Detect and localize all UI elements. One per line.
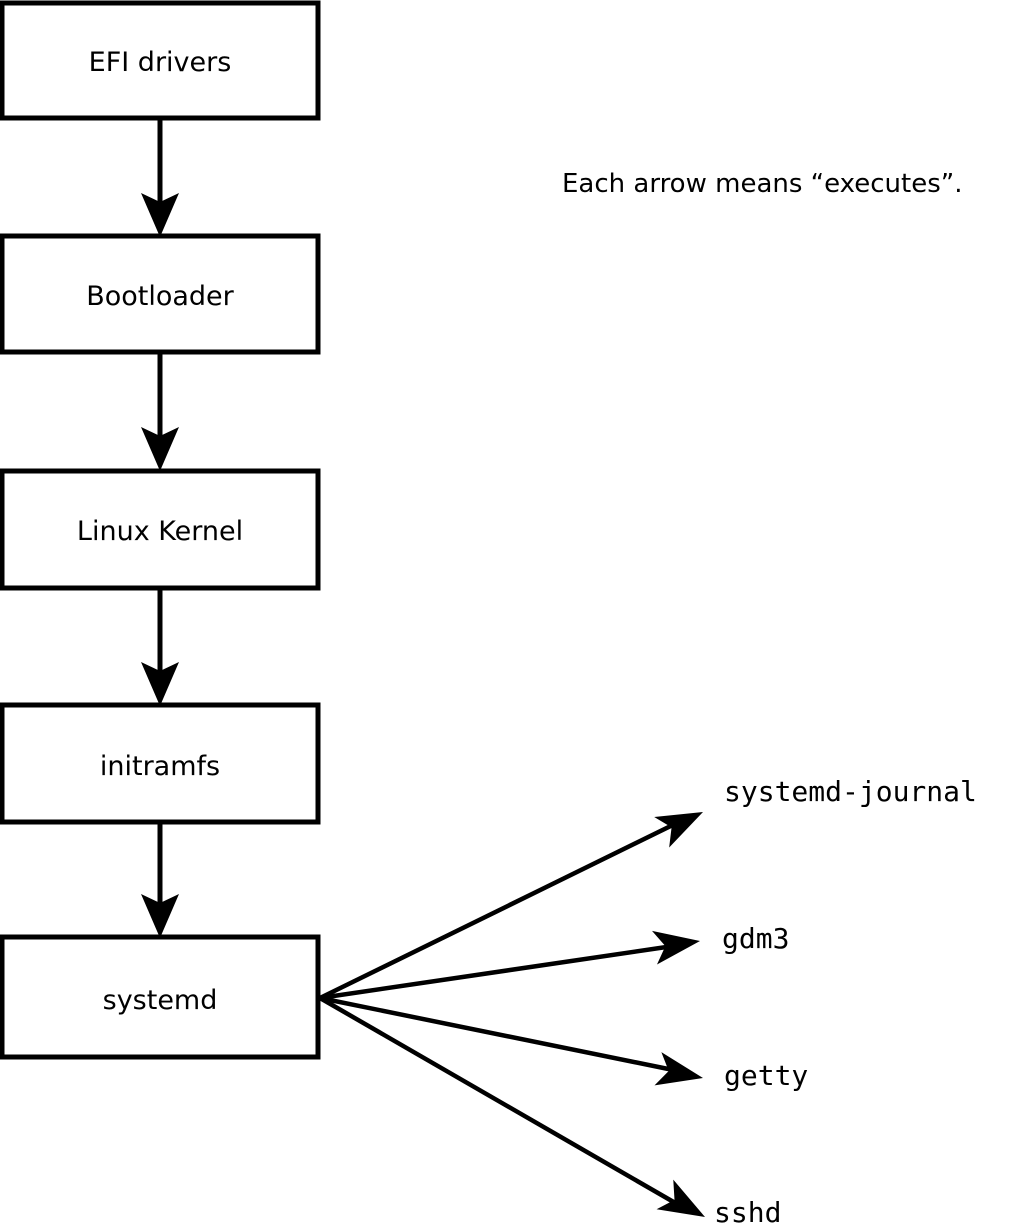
leaf-label-group: systemd-journal gdm3 getty sshd: [714, 775, 977, 1229]
leaf-label-systemd-journal[interactable]: systemd-journal: [724, 775, 977, 808]
arrow-kernel-to-initramfs: [141, 588, 179, 706]
box-label-initramfs: initramfs: [100, 751, 220, 782]
process-box-efi-drivers[interactable]: EFI drivers: [0, 0, 321, 121]
fan-arrow-group: [318, 812, 705, 1217]
arrow-shaft: [319, 942, 681, 1001]
arrowhead-down: [141, 662, 179, 706]
box-outline: [0, 468, 321, 591]
box-outline: [0, 702, 321, 825]
arrow-shaft: [319, 817, 684, 1001]
arrowhead: [656, 1179, 705, 1217]
fan-arrow-sshd: [318, 996, 705, 1217]
arrowhead-down: [141, 894, 179, 938]
box-outline: [0, 0, 321, 121]
process-box-initramfs[interactable]: initramfs: [0, 702, 321, 825]
fan-arrow-systemd-journal: [319, 812, 703, 1001]
box-label-bootloader: Bootloader: [86, 281, 234, 312]
leaf-label-getty[interactable]: getty: [724, 1059, 808, 1092]
box-outline: [0, 233, 321, 355]
arrowhead-down: [141, 193, 179, 237]
fan-arrow-getty: [319, 995, 703, 1086]
process-box-bootloader[interactable]: Bootloader: [0, 233, 321, 355]
arrowhead: [654, 1052, 703, 1086]
box-label-efi-drivers: EFI drivers: [89, 47, 232, 78]
arrow-shaft: [319, 995, 684, 1075]
fan-arrow-gdm3: [319, 930, 700, 1001]
arrowhead: [652, 930, 700, 965]
box-outline: [0, 934, 321, 1060]
arrow-efi-to-bootloader: [141, 118, 179, 237]
box-label-linux-kernel: Linux Kernel: [77, 516, 243, 547]
leaf-label-sshd[interactable]: sshd: [714, 1196, 781, 1229]
diagram-caption: Each arrow means “executes”.: [562, 169, 963, 199]
arrow-shaft: [318, 996, 686, 1210]
arrow-bootloader-to-kernel: [141, 352, 179, 471]
arrow-initramfs-to-systemd: [141, 822, 179, 938]
box-label-systemd: systemd: [103, 985, 218, 1016]
arrowhead-down: [141, 427, 179, 471]
leaf-label-gdm3[interactable]: gdm3: [722, 922, 789, 955]
process-box-systemd[interactable]: systemd: [0, 934, 321, 1060]
process-box-linux-kernel[interactable]: Linux Kernel: [0, 468, 321, 591]
arrowhead: [654, 812, 703, 848]
chain-arrow-group: [141, 118, 179, 938]
